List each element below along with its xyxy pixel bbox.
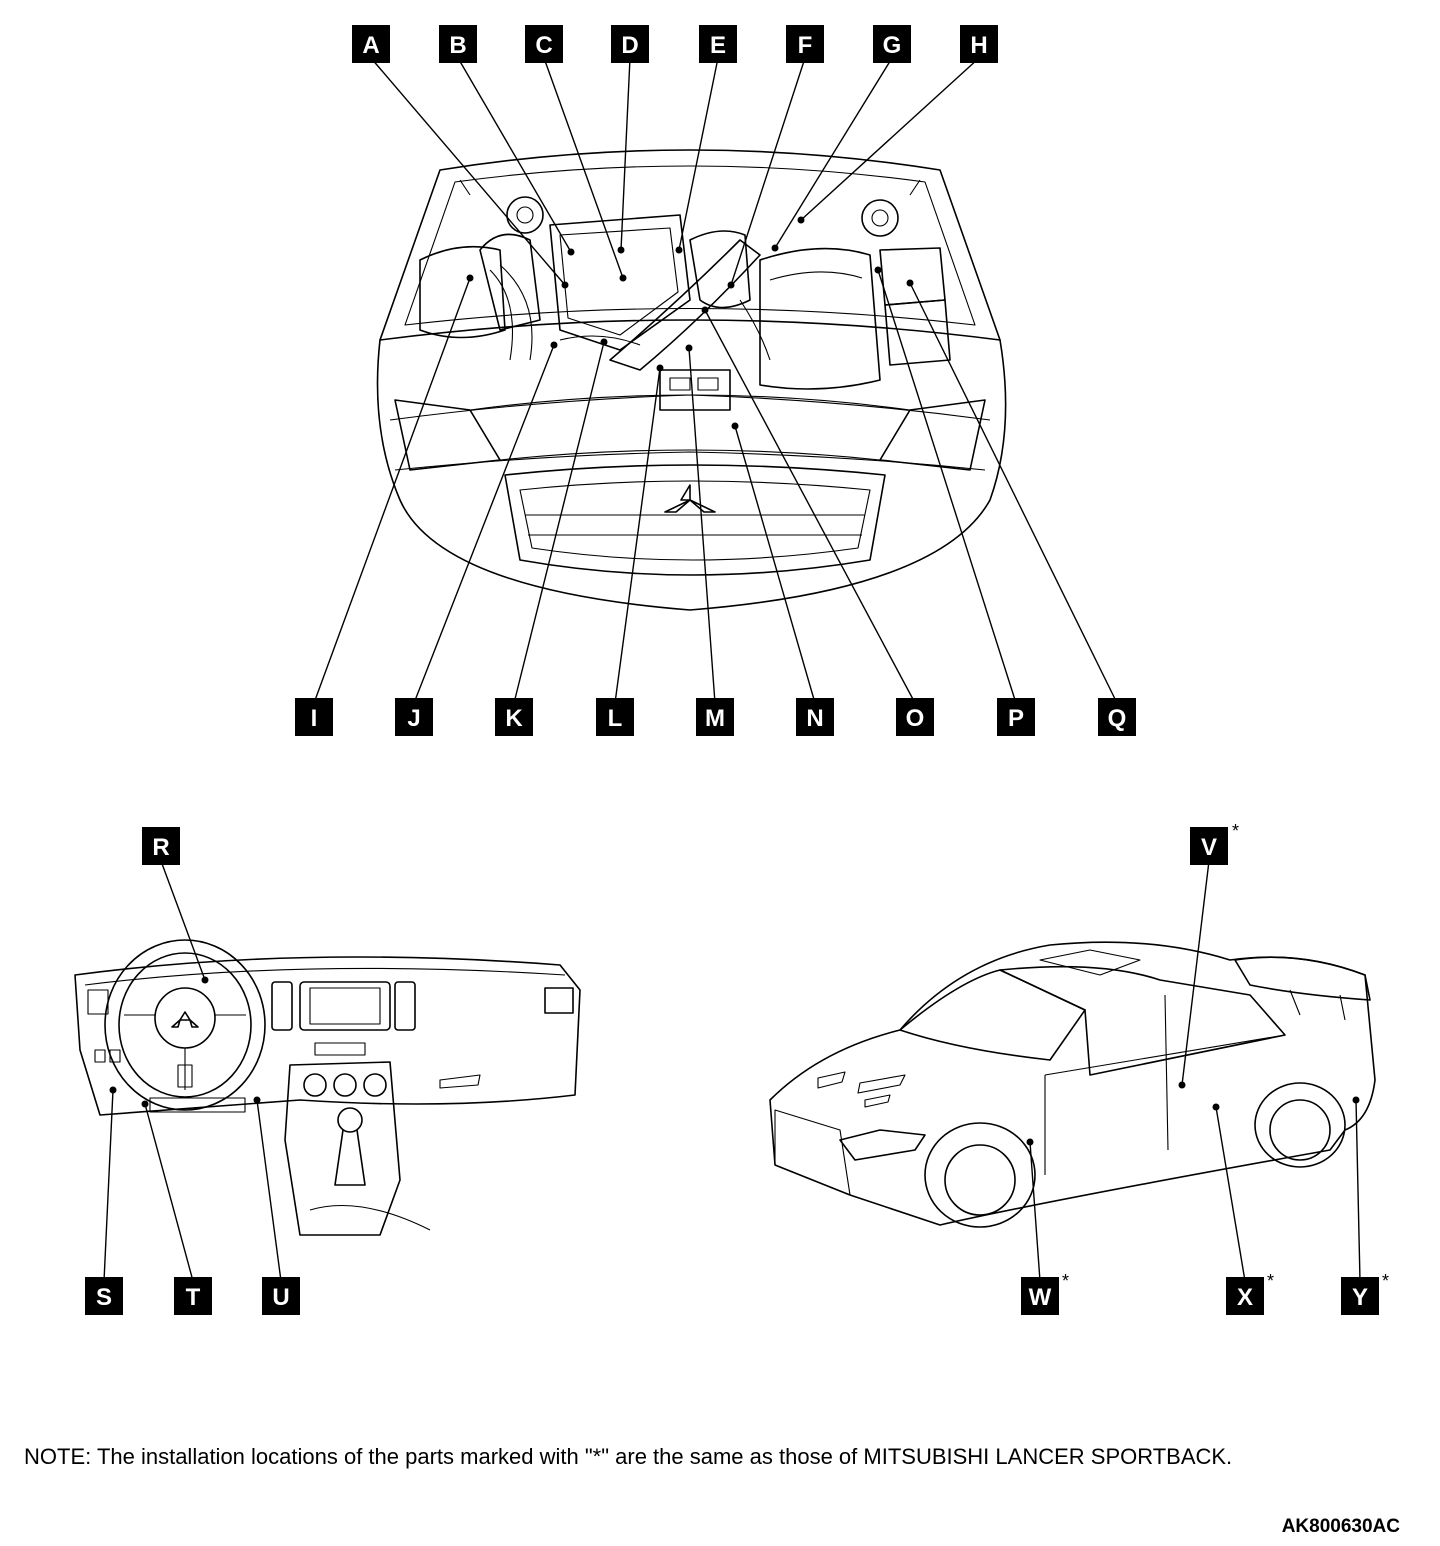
- label-s: S: [85, 1277, 123, 1315]
- leader-g: [774, 57, 893, 249]
- svg-text:F: F: [798, 32, 813, 59]
- leader-d: [620, 57, 631, 251]
- svg-text:M: M: [705, 705, 725, 732]
- svg-text:N: N: [806, 705, 823, 732]
- leader-l: [614, 367, 661, 704]
- label-d: D: [611, 25, 649, 63]
- svg-text:V: V: [1201, 834, 1217, 861]
- label-u: U: [262, 1277, 300, 1315]
- leader-t: [144, 1103, 194, 1282]
- svg-text:O: O: [906, 705, 925, 732]
- asterisk-w: *: [1062, 1271, 1069, 1291]
- leader-f: [730, 57, 806, 286]
- svg-text:H: H: [970, 32, 987, 59]
- label-l: L: [596, 698, 634, 736]
- label-r: R: [142, 827, 180, 865]
- leader-w: [1029, 1141, 1041, 1282]
- label-b: B: [439, 25, 477, 63]
- label-n: N: [796, 698, 834, 736]
- svg-text:B: B: [449, 32, 466, 59]
- label-v: V *: [1190, 821, 1239, 865]
- label-w: W *: [1021, 1271, 1069, 1315]
- leader-lines: [103, 57, 1361, 1282]
- instrument-panel-illustration: [74, 939, 581, 1236]
- svg-text:U: U: [272, 1284, 289, 1311]
- leader-h: [800, 57, 980, 221]
- svg-text:E: E: [710, 32, 726, 59]
- label-i: I: [295, 698, 333, 736]
- svg-text:W: W: [1029, 1284, 1052, 1311]
- label-y: Y *: [1341, 1271, 1389, 1315]
- svg-text:X: X: [1237, 1284, 1253, 1311]
- leader-n: [734, 425, 816, 704]
- target-dots: [109, 216, 1360, 1146]
- svg-text:A: A: [362, 32, 379, 59]
- leader-u: [256, 1099, 282, 1282]
- leader-b: [457, 57, 572, 253]
- label-p: P: [997, 698, 1035, 736]
- label-e: E: [699, 25, 737, 63]
- svg-text:P: P: [1008, 705, 1024, 732]
- asterisk-x: *: [1267, 1271, 1274, 1291]
- svg-text:Y: Y: [1352, 1284, 1368, 1311]
- leader-q: [909, 282, 1118, 704]
- label-t: T: [174, 1277, 212, 1315]
- label-q: Q: [1098, 698, 1136, 736]
- leader-x: [1215, 1106, 1246, 1282]
- svg-text:R: R: [152, 834, 169, 861]
- leader-p: [877, 269, 1017, 704]
- vehicle-illustration: [769, 941, 1376, 1228]
- label-o: O: [896, 698, 934, 736]
- leader-k: [513, 341, 605, 704]
- leader-r: [160, 860, 206, 981]
- svg-text:S: S: [96, 1284, 112, 1311]
- svg-text:L: L: [608, 705, 623, 732]
- label-f: F: [786, 25, 824, 63]
- svg-text:G: G: [883, 32, 902, 59]
- label-k: K: [495, 698, 533, 736]
- leader-s: [103, 1089, 114, 1282]
- label-h: H: [960, 25, 998, 63]
- asterisk-y: *: [1382, 1271, 1389, 1291]
- leader-m: [688, 347, 716, 704]
- leader-a: [370, 57, 566, 286]
- leader-y: [1355, 1099, 1361, 1282]
- leader-j: [413, 344, 555, 704]
- label-a: A: [352, 25, 390, 63]
- label-g: G: [873, 25, 911, 63]
- svg-text:Q: Q: [1108, 705, 1127, 732]
- leader-v: [1181, 860, 1210, 1086]
- svg-text:K: K: [505, 705, 523, 732]
- label-m: M: [696, 698, 734, 736]
- leader-e: [678, 57, 719, 251]
- label-j: J: [395, 698, 433, 736]
- svg-text:J: J: [407, 705, 420, 732]
- leader-i: [313, 277, 471, 704]
- label-x: X *: [1226, 1271, 1274, 1315]
- figure-code: AK800630AC: [1281, 1516, 1400, 1537]
- svg-text:D: D: [621, 32, 638, 59]
- svg-text:T: T: [186, 1284, 201, 1311]
- svg-text:I: I: [311, 705, 318, 732]
- note-text: NOTE: The installation locations of the …: [24, 1444, 1233, 1469]
- asterisk-v: *: [1232, 821, 1239, 841]
- svg-text:C: C: [535, 32, 552, 59]
- label-c: C: [525, 25, 563, 63]
- engine-bay-illustration: [376, 149, 1007, 611]
- leader-o: [704, 309, 916, 704]
- leader-c: [543, 57, 624, 279]
